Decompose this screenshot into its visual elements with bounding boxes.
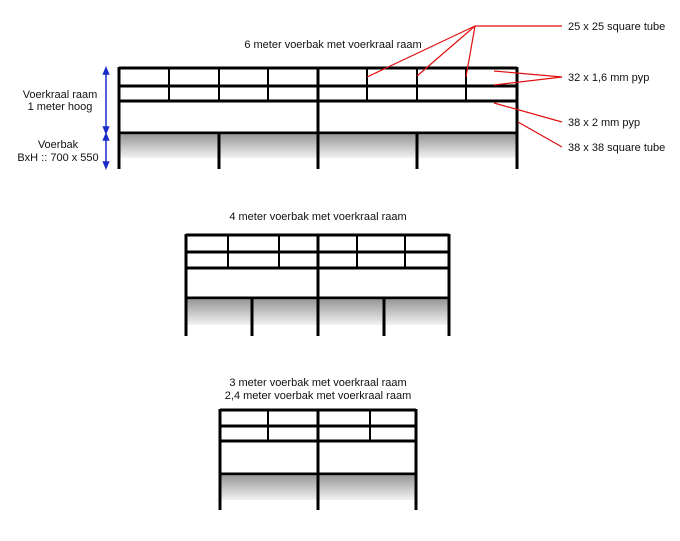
callout-38-pipe: 38 x 2 mm pyp xyxy=(568,117,640,129)
label-voerbak: Voerbak xyxy=(38,139,79,151)
dimension-arrows xyxy=(102,66,110,170)
frame-4m xyxy=(184,233,451,336)
label-dimensions: BxH :: 700 x 550 xyxy=(17,152,98,164)
frame-6m xyxy=(117,66,519,169)
diagram-2-4m-title: 2,4 meter voerbak met voerkraal raam xyxy=(225,390,411,402)
frame-3m xyxy=(218,408,418,510)
callout-lines xyxy=(366,25,563,148)
diagram-3m: 3 meter voerbak met voerkraal raam 2,4 m… xyxy=(218,377,418,510)
diagram-4m: 4 meter voerbak met voerkraal raam xyxy=(184,211,451,336)
label-height: 1 meter hoog xyxy=(28,101,93,113)
callout-25-square-tube: 25 x 25 square tube xyxy=(568,21,665,33)
diagram-6m: 6 meter voerbak met voerkraal raam Voer xyxy=(17,21,665,170)
diagram-6m-title: 6 meter voerbak met voerkraal raam xyxy=(244,39,421,51)
diagram-3m-title: 3 meter voerbak met voerkraal raam xyxy=(229,377,406,389)
label-voerkraal: Voerkraal raam xyxy=(23,89,98,101)
callout-38-square-tube: 38 x 38 square tube xyxy=(568,142,665,154)
diagram-4m-title: 4 meter voerbak met voerkraal raam xyxy=(229,211,406,223)
callout-32-pipe: 32 x 1,6 mm pyp xyxy=(568,72,649,84)
